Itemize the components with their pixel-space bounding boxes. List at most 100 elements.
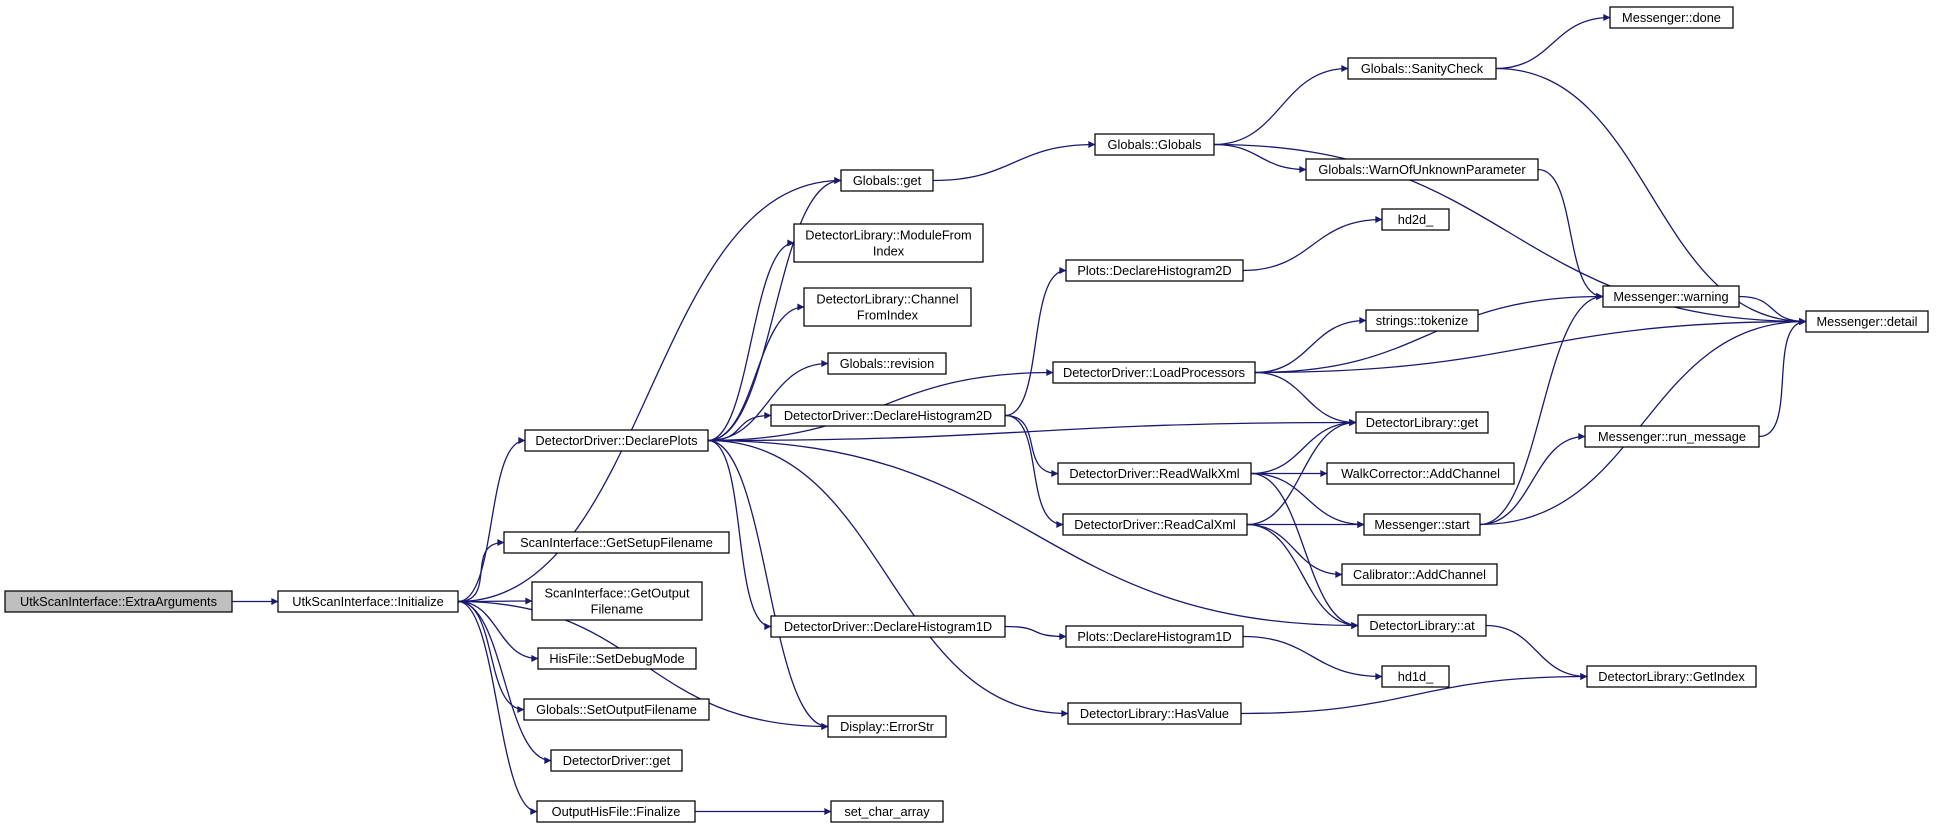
node-label: UtkScanInterface::Initialize bbox=[292, 594, 444, 609]
node-box bbox=[550, 749, 683, 772]
node-box bbox=[1347, 57, 1497, 80]
edge-declplots-to-hasvalue bbox=[707, 439, 1069, 717]
edge-globals-to-sanity bbox=[1213, 65, 1349, 146]
node-plotsh1d[interactable]: Plots::DeclareHistogram1D bbox=[1065, 625, 1244, 648]
node-label: Messenger::run_message bbox=[1598, 429, 1746, 444]
node-tokenize[interactable]: strings::tokenize bbox=[1365, 309, 1479, 332]
node-dlat[interactable]: DetectorLibrary::at bbox=[1357, 614, 1487, 637]
node-box bbox=[1052, 361, 1256, 384]
edge-dlat-to-getindex bbox=[1485, 624, 1588, 680]
node-label: WalkCorrector::AddChannel bbox=[1341, 466, 1500, 481]
node-box bbox=[1355, 411, 1489, 434]
node-box bbox=[1609, 6, 1734, 29]
node-sanity[interactable]: Globals::SanityCheck bbox=[1347, 57, 1497, 80]
node-globget[interactable]: Globals::get bbox=[840, 169, 934, 192]
edge-msgwarn-to-msgdetail bbox=[1738, 295, 1807, 325]
node-box bbox=[1381, 665, 1450, 688]
node-finalize[interactable]: OutputHisFile::Finalize bbox=[536, 800, 696, 823]
node-label: DetectorDriver::get bbox=[563, 753, 671, 768]
node-loadproc[interactable]: DetectorDriver::LoadProcessors bbox=[1052, 361, 1256, 384]
node-msgstart[interactable]: Messenger::start bbox=[1363, 513, 1481, 536]
node-box bbox=[1065, 259, 1244, 282]
edge-declplots-to-declh2d bbox=[707, 412, 772, 442]
edge-readcal-to-dlget bbox=[1246, 419, 1357, 526]
node-init[interactable]: UtkScanInterface::Initialize bbox=[277, 590, 459, 613]
node-label: DetectorDriver::ReadCalXml bbox=[1074, 517, 1235, 532]
node-errorstr[interactable]: Display::ErrorStr bbox=[827, 715, 947, 738]
node-getsetup[interactable]: ScanInterface::GetSetupFilename bbox=[503, 531, 730, 554]
edge-init-to-finalize bbox=[457, 600, 538, 815]
node-plotsh2d[interactable]: Plots::DeclareHistogram2D bbox=[1065, 259, 1244, 282]
node-hd2d[interactable]: hd2d_ bbox=[1381, 208, 1450, 231]
node-label: DetectorLibrary::at bbox=[1369, 618, 1475, 633]
node-globals[interactable]: Globals::Globals bbox=[1094, 133, 1215, 156]
node-setdebug[interactable]: HisFile::SetDebugMode bbox=[537, 647, 697, 670]
node-label: DetectorLibrary::Channel bbox=[816, 292, 958, 307]
node-setchar[interactable]: set_char_array bbox=[830, 800, 944, 823]
node-label: OutputHisFile::Finalize bbox=[552, 804, 681, 819]
node-label: Plots::DeclareHistogram2D bbox=[1077, 263, 1231, 278]
node-caladd[interactable]: Calibrator::AddChannel bbox=[1341, 563, 1498, 586]
node-label: UtkScanInterface::ExtraArguments bbox=[20, 594, 217, 609]
node-extra[interactable]: UtkScanInterface::ExtraArguments bbox=[4, 590, 233, 613]
node-readwalk[interactable]: DetectorDriver::ReadWalkXml bbox=[1057, 462, 1252, 485]
node-msgdone[interactable]: Messenger::done bbox=[1609, 6, 1734, 29]
edge-declplots-to-revision bbox=[707, 360, 829, 442]
edge-readcal-to-dlat bbox=[1246, 523, 1359, 629]
edge-declplots-to-dlget bbox=[707, 419, 1357, 442]
node-box bbox=[1341, 563, 1498, 586]
edge-readcal-to-caladd bbox=[1246, 523, 1343, 578]
edge-declh2d-to-plotsh2d bbox=[1004, 267, 1067, 417]
node-dlget[interactable]: DetectorLibrary::get bbox=[1355, 411, 1489, 434]
node-label: DetectorDriver::DeclarePlots bbox=[535, 433, 697, 448]
node-hasvalue[interactable]: DetectorLibrary::HasValue bbox=[1067, 702, 1242, 725]
edge-init-to-getsetup bbox=[457, 539, 505, 603]
edge-hasvalue-to-getindex bbox=[1240, 673, 1588, 715]
graph-edges bbox=[232, 14, 1807, 815]
node-declh1d[interactable]: DetectorDriver::DeclareHistogram1D bbox=[770, 615, 1006, 638]
edge-globals-to-msgdetail bbox=[1213, 143, 1807, 325]
edge-init-to-globget bbox=[457, 177, 842, 603]
edge-declh2d-to-readwalk bbox=[1004, 414, 1059, 477]
node-label: Globals::get bbox=[853, 173, 922, 188]
edge-readwalk-to-dlat bbox=[1250, 472, 1359, 629]
node-walkadd[interactable]: WalkCorrector::AddChannel bbox=[1326, 462, 1515, 485]
node-label: Messenger::detail bbox=[1816, 314, 1917, 329]
node-getindex[interactable]: DetectorLibrary::GetIndex bbox=[1586, 665, 1757, 688]
node-ddget[interactable]: DetectorDriver::get bbox=[550, 749, 683, 772]
edge-init-to-setdebug bbox=[457, 600, 539, 662]
node-hd1d[interactable]: hd1d_ bbox=[1381, 665, 1450, 688]
node-msgwarn[interactable]: Messenger::warning bbox=[1602, 285, 1740, 308]
node-setoutput[interactable]: Globals::SetOutputFilename bbox=[523, 698, 710, 721]
node-declplots[interactable]: DetectorDriver::DeclarePlots bbox=[524, 429, 709, 452]
node-label: ScanInterface::GetSetupFilename bbox=[520, 535, 713, 550]
node-box bbox=[1381, 208, 1450, 231]
edge-loadproc-to-tokenize bbox=[1254, 317, 1367, 374]
edge-msgstart-to-msgrun bbox=[1479, 433, 1586, 526]
node-label: Index bbox=[873, 244, 905, 259]
node-box bbox=[524, 429, 709, 452]
node-label: Globals::SanityCheck bbox=[1361, 61, 1484, 76]
edge-sanity-to-msgdone bbox=[1495, 14, 1611, 70]
node-msgdetail[interactable]: Messenger::detail bbox=[1805, 310, 1929, 333]
edge-init-to-setoutput bbox=[457, 600, 525, 713]
node-label: hd1d_ bbox=[1398, 669, 1434, 684]
node-box bbox=[770, 615, 1006, 638]
node-warnunk[interactable]: Globals::WarnOfUnknownParameter bbox=[1305, 158, 1539, 181]
edge-msgrun-to-msgdetail bbox=[1758, 318, 1807, 438]
node-msgrun[interactable]: Messenger::run_message bbox=[1584, 425, 1760, 448]
node-label: DetectorDriver::ReadWalkXml bbox=[1069, 466, 1239, 481]
edge-warnunk-to-msgwarn bbox=[1537, 168, 1604, 300]
edge-init-to-declplots bbox=[457, 437, 526, 603]
node-box bbox=[1363, 513, 1481, 536]
edge-plotsh1d-to-hd1d bbox=[1242, 635, 1383, 680]
node-revision[interactable]: Globals::revision bbox=[827, 352, 947, 375]
node-box bbox=[830, 800, 944, 823]
node-declh2d[interactable]: DetectorDriver::DeclareHistogram2D bbox=[770, 404, 1006, 427]
node-readcal[interactable]: DetectorDriver::ReadCalXml bbox=[1062, 513, 1248, 536]
edge-declplots-to-errorstr bbox=[707, 439, 829, 730]
edge-globget-to-globals bbox=[932, 141, 1096, 182]
